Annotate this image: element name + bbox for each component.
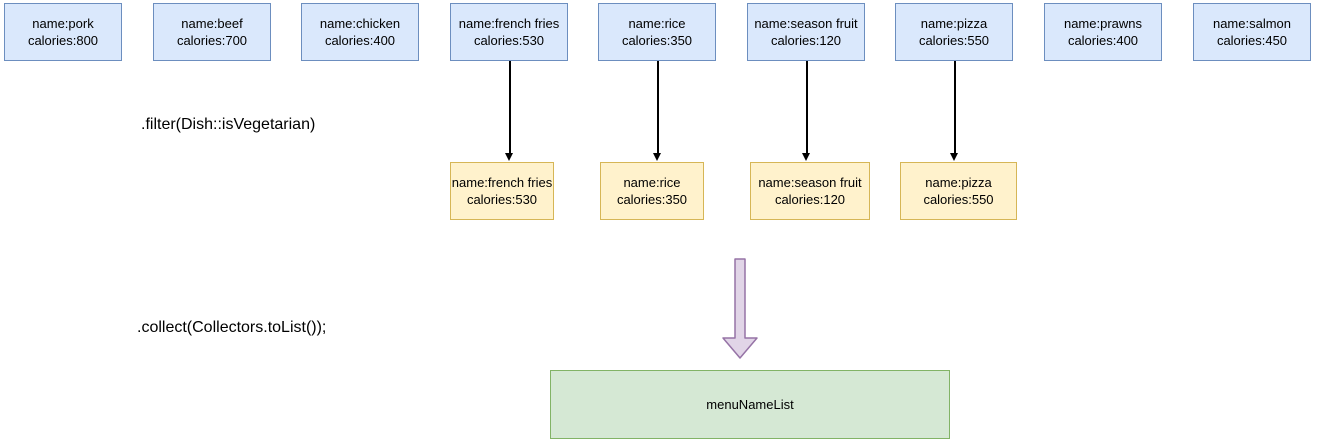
dish-name: name:chicken [319,16,401,31]
filtered-dish-box-season-fruit: name:season fruit calories:120 [750,162,870,220]
arrow-shaft [806,61,808,154]
filter-arrow-season-fruit [802,61,811,161]
filter-arrow-rice [653,61,662,161]
source-dish-box-beef: name:beef calories:700 [153,3,271,61]
result-list-label: menuNameList [706,397,794,412]
source-dish-box-season-fruit: name:season fruit calories:120 [747,3,865,61]
filtered-dish-box-rice: name:rice calories:350 [600,162,704,220]
dish-name: name:pizza [920,16,988,31]
dish-calories: calories:530 [466,192,538,207]
dish-calories: calories:400 [324,33,396,48]
dish-name: name:season fruit [754,16,858,31]
dish-calories: calories:350 [621,33,693,48]
dish-calories: calories:700 [176,33,248,48]
arrow-shaft [954,61,956,154]
source-dish-box-salmon: name:salmon calories:450 [1193,3,1311,61]
filtered-dish-box-pizza: name:pizza calories:550 [900,162,1017,220]
arrow-down-icon [505,153,513,161]
filter-arrow-pizza [950,61,959,161]
dish-name: name:beef [181,16,243,31]
dish-name: name:salmon [1212,16,1292,31]
dish-name: name:french fries [451,175,553,190]
source-dish-box-rice: name:rice calories:350 [598,3,716,61]
dish-calories: calories:120 [770,33,842,48]
dish-calories: calories:550 [918,33,990,48]
dish-calories: calories:530 [473,33,545,48]
arrow-shaft [657,61,659,154]
arrow-shaft [509,61,511,154]
source-dish-box-prawns: name:prawns calories:400 [1044,3,1162,61]
filtered-dish-box-french-fries: name:french fries calories:530 [450,162,554,220]
dish-name: name:french fries [458,16,560,31]
dish-name: name:season fruit [758,175,862,190]
dish-calories: calories:550 [923,192,994,207]
filter-arrow-french-fries [505,61,514,161]
dish-name: name:pork [32,16,94,31]
collect-arrow-icon [722,258,758,359]
arrow-down-icon [950,153,958,161]
dish-calories: calories:120 [774,192,846,207]
dish-calories: calories:800 [27,33,99,48]
source-dish-box-french-fries: name:french fries calories:530 [450,3,568,61]
dish-name: name:prawns [1063,16,1143,31]
dish-name: name:rice [623,175,681,190]
dish-name: name:rice [628,16,686,31]
filter-operation-label: .filter(Dish::isVegetarian) [141,116,316,133]
arrow-down-icon [653,153,661,161]
source-dish-box-pork: name:pork calories:800 [4,3,122,61]
dish-calories: calories:450 [1216,33,1288,48]
dish-calories: calories:350 [616,192,688,207]
dish-name: name:pizza [925,175,992,190]
source-dish-box-pizza: name:pizza calories:550 [895,3,1013,61]
result-list-box: menuNameList [550,370,950,439]
dish-calories: calories:400 [1067,33,1139,48]
arrow-down-icon [802,153,810,161]
source-dish-box-chicken: name:chicken calories:400 [301,3,419,61]
collect-operation-label: .collect(Collectors.toList()); [137,319,327,336]
